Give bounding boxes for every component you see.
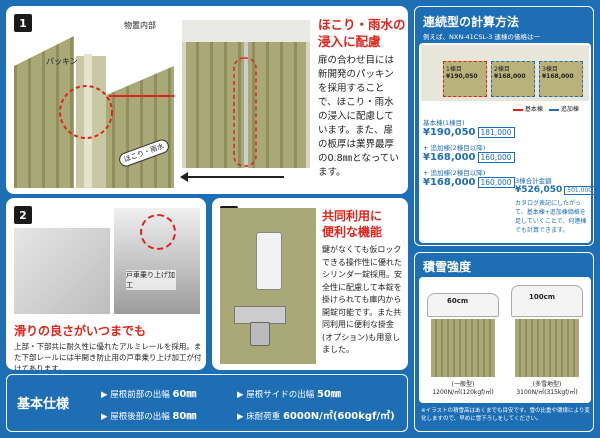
snow-caption-left: (一般型) 1200N/㎡(120kgf/㎡) — [432, 381, 494, 396]
panel1-title: ほこり・雨水の 浸入に配慮 — [318, 17, 406, 49]
panel-number: 2 — [14, 206, 32, 224]
spec-item: ▶ 床耐荷重 6000N/㎡(600kgf/㎡) — [237, 411, 395, 422]
panel2-body: 上部・下部共に耐久性に優れたアルミレールを採用。また下部レールには半開き防止用の… — [14, 342, 202, 370]
shed-body — [515, 319, 579, 377]
shed-inner-label: 物置内部 — [124, 21, 156, 30]
snow-cap — [511, 285, 583, 317]
lock-photo — [220, 208, 316, 364]
arrow-head-icon — [180, 172, 188, 182]
panel3-title: 共同利用に 便利な機能 — [322, 209, 383, 239]
shed-body — [431, 319, 495, 377]
panel-dust-protection: 1 パッキン ほこり・雨水 物置内部 — [6, 6, 408, 194]
rail-label: 戸車乗り上げ加工 — [126, 270, 176, 290]
panel1-body: 扉の合わせ目には新開発のパッキンを採用することで、ほこり・雨水の浸入に配慮してい… — [318, 55, 399, 178]
linked-shed-illustration: 1棟目 ¥190,050 2棟目 ¥168,000 3棟目 ¥168,000 — [421, 45, 589, 101]
slide-arrow — [184, 176, 284, 178]
panel2-title: 滑りの良さがいつまでも — [14, 324, 147, 338]
snow-shed-heavy: 100cm — [511, 285, 583, 381]
spec-title: 基本仕様 — [17, 397, 70, 412]
door-joint-illustration — [14, 36, 174, 188]
panel-smooth-rail: 2 戸車乗り上げ加工 滑りの良さがいつまでも 上部・下部共に耐久性に優れたアルミ… — [6, 198, 206, 370]
snow-title: 積雪強度 — [423, 260, 472, 274]
padlock-icon — [250, 322, 270, 346]
panel3-body: 鍵がなくても仮ロックできる操作性に優れたシリンダ一錠採用。安全性に配慮して本錠を… — [322, 245, 402, 354]
rail-zoom-circle — [140, 214, 176, 250]
snow-cap — [427, 293, 499, 317]
snow-note: ※イラストの積雪高はあくまでも目安です。雪の比重や環境により変化しますので、早め… — [421, 408, 590, 422]
spec-item: ▶ 屋根前部の出幅 60㎜ — [101, 389, 197, 400]
snow-caption-right: (多雪地型) 3100N/㎡(315kgf/㎡) — [516, 381, 578, 396]
depth-label: 100cm — [529, 293, 556, 301]
calc-section: 連続型の計算方法 例えば、NXN-41CSL-3 連棟の価格は一 1棟目 ¥19… — [414, 6, 596, 246]
snow-body: 60cm 100cm (一般型) 1200N/㎡(120kgf/㎡) (多雪地型… — [419, 277, 591, 403]
packing-label: パッキン — [46, 57, 78, 66]
calc-legend: 基本棟 追加棟 — [513, 104, 579, 113]
calc-title: 連続型の計算方法 — [423, 15, 520, 29]
spec-item: ▶ 屋根サイドの出幅 50㎜ — [237, 389, 341, 400]
spec-bar: 基本仕様 ▶ 屋根前部の出幅 60㎜ ▶ 屋根サイドの出幅 50㎜ ▶ 屋根後部… — [6, 374, 408, 432]
spec-item: ▶ 屋根後部の出幅 80㎜ — [101, 411, 197, 422]
panel-shared-use: 3 共同利用に 便利な機能 鍵がなくても仮ロックできる操作性に優れたシリンダ一錠… — [212, 198, 408, 370]
bay-2: 2棟目 ¥168,000 — [491, 61, 535, 97]
bay-1: 1棟目 ¥190,050 — [443, 61, 487, 97]
rail-photo-top — [14, 228, 110, 314]
snow-section: 積雪強度 60cm 100cm (一般型) 1200N/㎡(120kgf/㎡) … — [414, 252, 594, 432]
shed-door-photo — [182, 20, 310, 168]
cylinder-lock-icon — [256, 232, 282, 290]
calc-body: 1棟目 ¥190,050 2棟目 ¥168,000 3棟目 ¥168,000 基… — [419, 43, 596, 243]
bay-3: 3棟目 ¥168,000 — [539, 61, 583, 97]
depth-label: 60cm — [447, 297, 469, 305]
snow-shed-general: 60cm — [427, 285, 499, 381]
calc-example: 例えば、NXN-41CSL-3 連棟の価格は一 — [423, 33, 541, 41]
calc-note: カタログ表記にしたがって、基本棟+追加棟価格を足していくことで、何連棟でも計算で… — [515, 200, 587, 234]
panel-number: 1 — [14, 14, 32, 32]
